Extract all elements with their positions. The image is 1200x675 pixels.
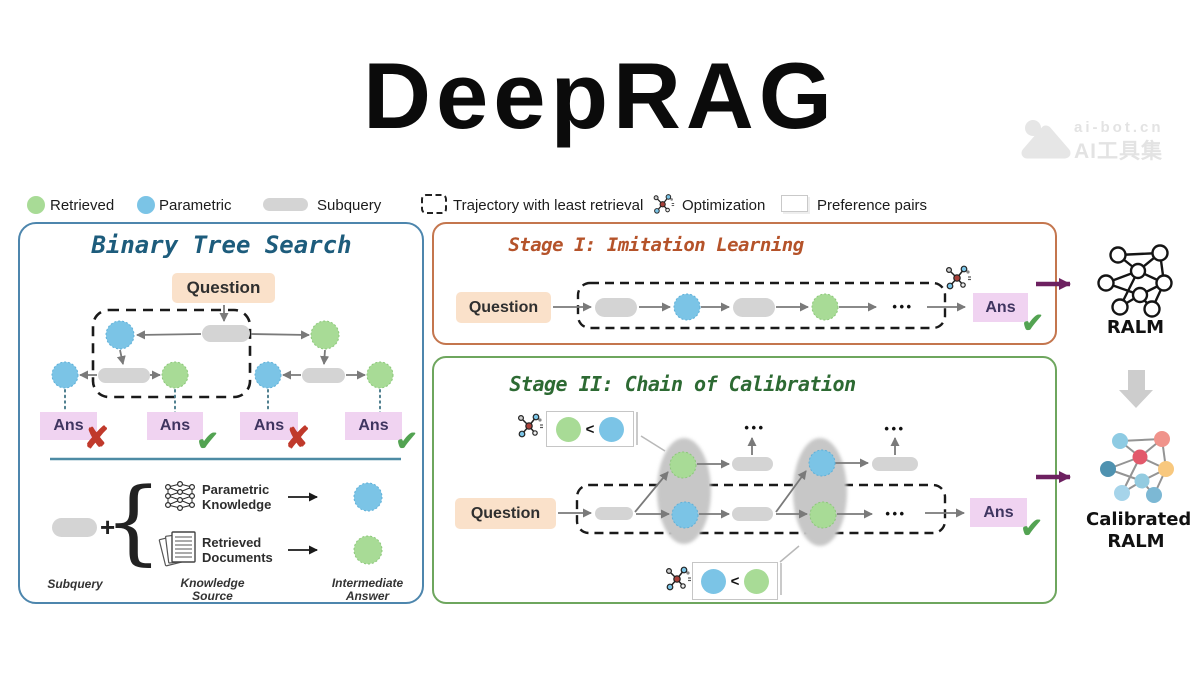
retrieved-dot-icon (27, 196, 45, 214)
correct-answer-icon: ✔ (196, 426, 219, 456)
correct-answer-icon: ✔ (1020, 513, 1043, 543)
answer-label: Ans (53, 417, 84, 434)
plus-sign: + (100, 512, 116, 542)
stage1-ellipsis: ••• (892, 299, 914, 314)
subquery-pill-icon (263, 198, 308, 211)
legend-optimization-label: Optimization (682, 197, 766, 214)
legend-parametric-label: Parametric (159, 197, 232, 214)
parametric-knowledge-label: Parametric Knowledge (202, 482, 272, 512)
stage2-ellipsis-top-2: ••• (884, 421, 906, 436)
answer-label: Ans (159, 417, 191, 434)
binary-tree-panel (18, 222, 424, 604)
stage2-panel (432, 356, 1057, 604)
answer-box-2: Ans ✔ (147, 412, 219, 455)
retrieved-documents-label: Retrieved Documents (202, 535, 273, 565)
answer-label: Ans (983, 503, 1014, 521)
watermark-brand-cn: AI工具集 (1074, 140, 1163, 163)
stage1-question-box: Question (456, 292, 551, 323)
preference-pairs-box-icon (781, 195, 808, 212)
answer-box-1: Ans ✘ (40, 412, 109, 454)
stage1-answer-box: Ans ✔ (973, 293, 1044, 337)
parametric-dot-icon (137, 196, 155, 214)
stage1-question-label: Question (468, 298, 539, 316)
footer-intermediate-answer-label: Intermediate Answer (331, 576, 404, 603)
watermark-brand: ai-bot.cn (1074, 119, 1164, 136)
legend-preference-pairs-label: Preference pairs (817, 197, 928, 214)
stage2-ellipsis-main: ••• (885, 506, 907, 521)
stage2-question-label: Question (470, 504, 541, 522)
wrong-answer-icon: ✘ (83, 422, 109, 455)
answer-label: Ans (253, 417, 285, 434)
stage1-title: Stage I: Imitation Learning (508, 234, 804, 256)
answer-box-3: Ans ✘ (240, 412, 310, 454)
footer-knowledge-source-label: Knowledge Source (180, 576, 245, 603)
stage2-answer-box: Ans ✔ (970, 498, 1043, 542)
retrieved-pref-circle (555, 416, 581, 442)
preference-pair-bottom: < (692, 562, 778, 600)
transform-down-arrow (1119, 370, 1153, 408)
legend-subquery-label: Subquery (317, 197, 382, 214)
tree-question-label: Question (186, 278, 261, 297)
calibrated-ralm-network-icon (1100, 431, 1174, 503)
knowledge-brace: { (104, 468, 163, 575)
answer-box-4: Ans ✔ (345, 412, 418, 455)
stage2-ellipsis-top-1: ••• (744, 420, 766, 435)
ralm-label: RALM (1106, 317, 1165, 338)
preferred-over-sign: < (730, 572, 740, 590)
parametric-pref-circle (599, 416, 625, 442)
stage2-question-box: Question (455, 498, 556, 529)
answer-label: Ans (358, 417, 389, 434)
preferred-over-sign: < (585, 420, 595, 438)
answer-label: Ans (985, 298, 1016, 316)
parametric-pref-circle (700, 568, 726, 594)
tree-question-box: Question (172, 273, 275, 303)
correct-answer-icon: ✔ (1021, 308, 1044, 338)
page-title: DeepRAG (363, 43, 837, 148)
footer-subquery-label: Subquery (47, 577, 103, 591)
retrieved-pref-circle (744, 568, 770, 594)
binary-tree-title: Binary Tree Search (91, 231, 352, 259)
correct-answer-icon: ✔ (395, 426, 418, 456)
ralm-network-icon (1097, 244, 1173, 318)
legend-retrieved-label: Retrieved (50, 197, 115, 214)
stage2-title: Stage II: Chain of Calibration (509, 372, 856, 396)
preference-pair-top: < (546, 411, 634, 447)
legend-trajectory-label: Trajectory with least retrieval (453, 197, 644, 214)
calibrated-ralm-label: Calibrated RALM (1086, 509, 1192, 552)
trajectory-dashed-box-icon (421, 194, 447, 214)
wrong-answer-icon: ✘ (284, 422, 310, 455)
